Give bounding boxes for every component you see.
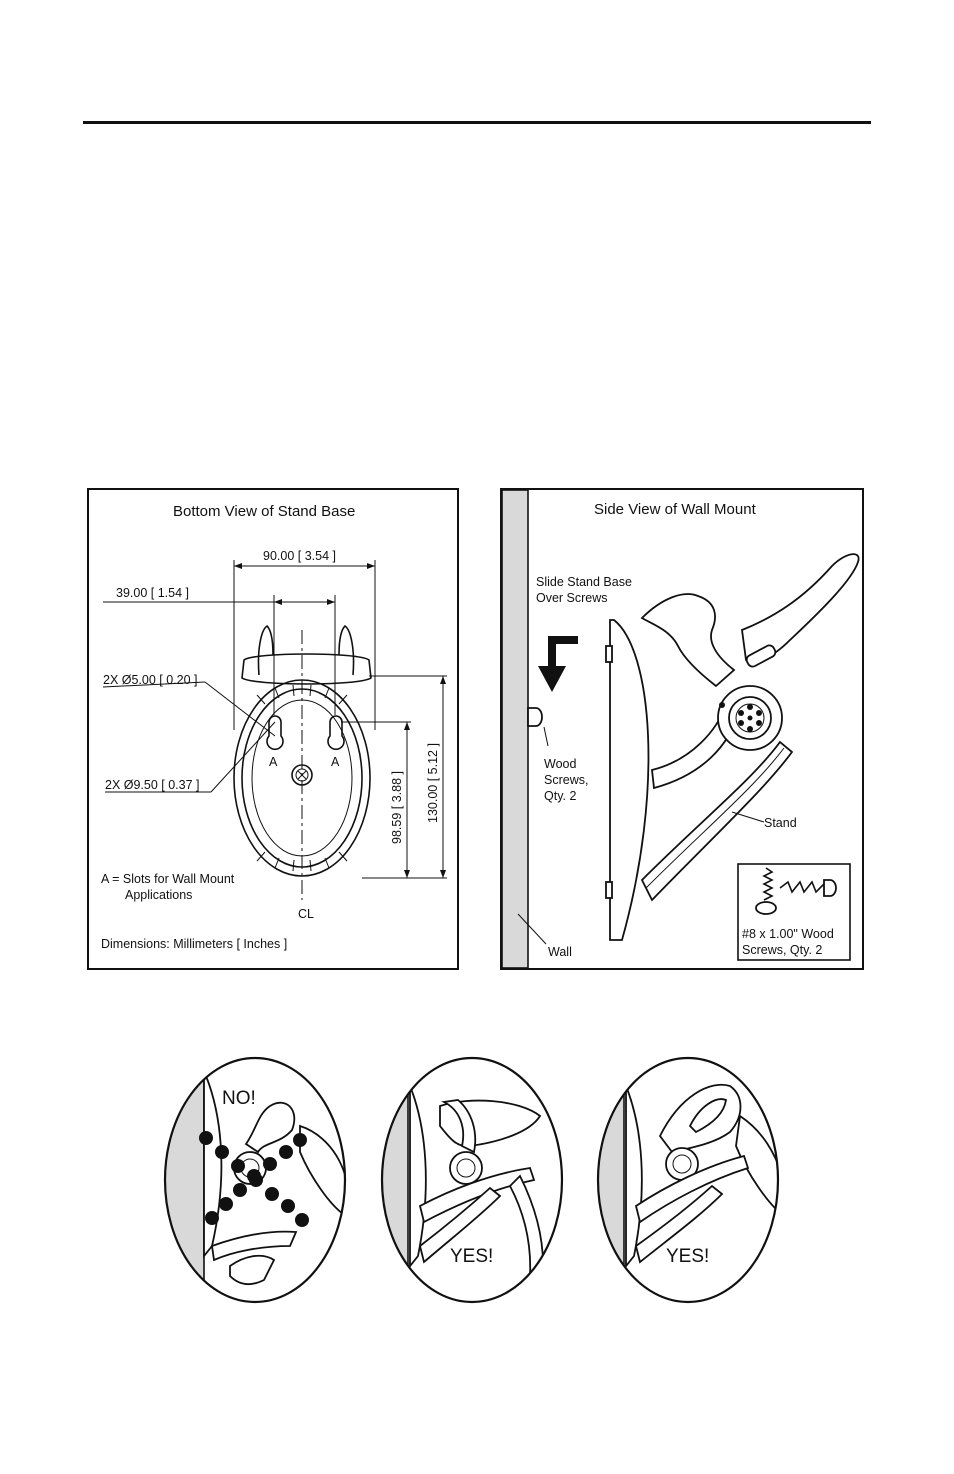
dim-slot-spacing-label: 39.00 [ 1.54 ]	[116, 586, 189, 600]
instruction-line-2: Over Screws	[536, 591, 608, 605]
example-1-label: NO!	[222, 1088, 256, 1109]
bottom-view-panel: Bottom View of Stand Base 90.00 [ 3.54 ]…	[87, 488, 459, 970]
example-2-label: YES!	[450, 1246, 493, 1267]
dim-large-hole-label: 2X Ø9.50 [ 0.37 ]	[105, 778, 200, 792]
dim-slot-height-label: 98.59 [ 3.88 ]	[390, 771, 404, 844]
example-3-label: YES!	[666, 1246, 709, 1267]
screws-line-3: Qty. 2	[544, 789, 576, 803]
side-view-panel: Side View of Wall Mount Slide Stand Base…	[500, 488, 864, 970]
centerline-label: CL	[298, 907, 314, 921]
side-view-title: Side View of Wall Mount	[594, 501, 757, 518]
stand-label: Stand	[764, 816, 797, 830]
wood-screws-inset: #8 x 1.00" Wood Screws, Qty. 2	[737, 863, 851, 961]
orientation-examples: NO! YES! YES!	[163, 1056, 780, 1304]
header-rule	[83, 121, 871, 124]
bottom-view-title: Bottom View of Stand Base	[173, 503, 355, 520]
inset-line-2: Screws, Qty. 2	[742, 943, 822, 957]
example-yes-2: YES!	[596, 1056, 780, 1304]
dim-small-hole-label: 2X Ø5.00 [ 0.20 ]	[103, 673, 198, 687]
screws-line-2: Screws,	[544, 773, 588, 787]
wall-label: Wall	[548, 945, 572, 959]
dim-width-label: 90.00 [ 3.54 ]	[263, 549, 336, 563]
inset-line-1: #8 x 1.00" Wood	[742, 927, 834, 941]
units-note: Dimensions: Millimeters [ Inches ]	[101, 937, 287, 951]
example-no: NO!	[163, 1056, 347, 1304]
wall-shape	[501, 489, 529, 969]
dim-total-height-label: 130.00 [ 5.12 ]	[426, 743, 440, 823]
slot-a-left-label: A	[269, 755, 278, 769]
slide-down-arrow-icon	[538, 636, 578, 692]
slot-a-right-label: A	[331, 755, 340, 769]
legend-line-1: A = Slots for Wall Mount	[101, 872, 235, 886]
legend-line-2: Applications	[125, 888, 192, 902]
side-view-drawing: Side View of Wall Mount Slide Stand Base…	[501, 489, 860, 969]
example-yes-1: YES!	[380, 1056, 564, 1304]
instruction-line-1: Slide Stand Base	[536, 575, 632, 589]
screws-line-1: Wood	[544, 757, 576, 771]
bottom-view-drawing: Bottom View of Stand Base 90.00 [ 3.54 ]…	[101, 503, 447, 951]
